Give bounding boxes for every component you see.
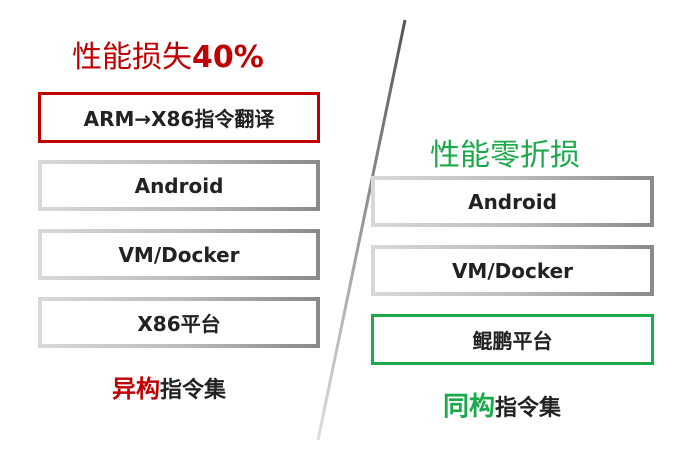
right-box-android: Android [371, 176, 654, 227]
left-box-vm-docker: VM/Docker [38, 229, 320, 280]
right-box-kunpeng-platform: 鲲鹏平台 [371, 314, 654, 365]
right-footer-accent: 同构 [443, 392, 496, 422]
box-label: Android [468, 189, 557, 214]
left-title-text: 性能损失 [72, 40, 192, 75]
box-label: Android [134, 173, 224, 198]
box-label: X86平台 [137, 312, 221, 336]
box-label: 鲲鹏平台 [472, 329, 553, 353]
left-footer-accent: 异构 [112, 375, 160, 403]
left-box-android: Android [38, 160, 320, 211]
left-box-x86-platform: X86平台 [38, 297, 320, 348]
box-label: ARM→X86指令翻译 [83, 107, 275, 131]
right-footer: 同构指令集 [443, 386, 561, 423]
box-label: VM/Docker [118, 242, 240, 267]
left-footer: 异构指令集 [112, 369, 226, 404]
left-title: 性能损失40% [72, 32, 264, 76]
right-title-text: 性能零折损 [430, 138, 580, 173]
right-box-vm-docker: VM/Docker [371, 245, 654, 296]
right-footer-rest: 指令集 [495, 396, 562, 421]
left-title-number: 40% [192, 40, 264, 75]
left-box-translation: ARM→X86指令翻译 [38, 92, 320, 143]
box-label: VM/Docker [451, 258, 574, 283]
left-footer-rest: 指令集 [160, 378, 227, 403]
right-title: 性能零折损 [430, 130, 580, 174]
